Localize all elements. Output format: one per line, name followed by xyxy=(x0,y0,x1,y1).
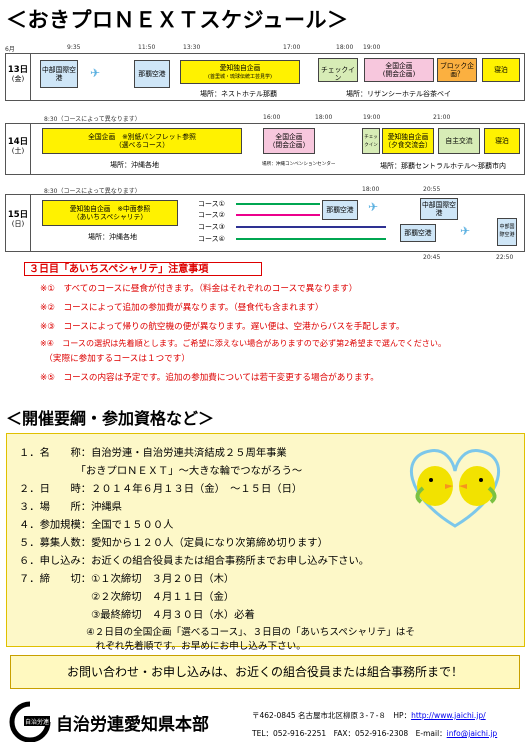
block-naha-airport: 那覇空港 xyxy=(400,224,436,242)
time-tick: 20:45 xyxy=(423,254,441,261)
block-sleep: 寝泊 xyxy=(482,58,520,82)
course-4-label: コース④ xyxy=(198,235,225,243)
course-1-arrow xyxy=(236,203,320,205)
time-tick: 19:00 xyxy=(363,114,381,121)
svg-text:自治労連: 自治労連 xyxy=(25,718,49,726)
time-tick: 18:00 xyxy=(362,186,380,193)
block-aichi-event: 愛知独自企画(首里城・琉球伝統工芸見学) xyxy=(180,60,300,84)
email-link[interactable]: info@jaichi.jp xyxy=(446,729,498,738)
day14-date: 14日(土) xyxy=(5,123,31,175)
day14-place2: 場所：那覇セントラルホテル〜那覇市内 xyxy=(380,162,506,170)
airplane-icon: ✈ xyxy=(368,200,379,214)
note-item: ※④ コースの選択は先着順とします。ご希望に添えない場合がありますので必ず第2希… xyxy=(40,338,447,348)
time-tick: 20:55 xyxy=(423,186,441,193)
time-tick: 19:00 xyxy=(363,44,381,51)
block-dinner: 愛知独自企画（夕食交流会） xyxy=(382,128,434,154)
block-aichi-specialite: 愛知独自企画 ※中面参照（あいちスペシャリテ） xyxy=(42,200,178,226)
footer-address: 〒462-0845 名古屋市北区柳原３-７-８ HP：http://www.ja… xyxy=(252,711,486,720)
time-tick: 13:30 xyxy=(183,44,201,51)
day14-place: 場所：沖縄各地 xyxy=(110,161,159,169)
info-line: ４．参加規模：全国で１５００人 xyxy=(19,519,174,531)
course-3-arrow xyxy=(236,226,386,228)
block-chubu-airport: 中部国際空港 xyxy=(40,60,78,88)
time-note: 8:30（コースによって異なります） xyxy=(44,188,141,195)
time-tick: 11:50 xyxy=(138,44,156,51)
note-item: （実際に参加するコースは１つです） xyxy=(40,354,190,364)
block-block-event: ブロック企画？ xyxy=(437,58,477,82)
block-national-open: 全国企画(開会企画) xyxy=(364,58,434,82)
course-3-label: コース③ xyxy=(198,223,225,231)
time-tick: 22:50 xyxy=(496,254,514,261)
block-sleep: 寝泊 xyxy=(484,128,520,154)
course-2-label: コース② xyxy=(198,211,225,219)
info-line: ②２次締切 ４月１１日（金） xyxy=(19,591,235,603)
time-note: 8:30（コースによって異なります） xyxy=(44,116,141,123)
info-line: ④２日目の全国企画「選べるコース」、３日目の「あいちスペシャリテ」はそ xyxy=(19,627,415,638)
time-tick: 17:00 xyxy=(283,44,301,51)
note-item: ※③ コースによって帰りの航空機の便が異なります。遅い便は、空港からバスを手配し… xyxy=(40,322,405,332)
org-name: 自治労連愛知県本部 xyxy=(56,715,209,735)
info-line: ③最終締切 ４月３０日（水）必着 xyxy=(19,609,255,621)
info-line: ５．募集人数：愛知から１２０人（定員になり次第締め切ります） xyxy=(19,537,328,549)
block-chubu-airport: 中部国際空港 xyxy=(497,218,517,246)
time-tick: 18:00 xyxy=(336,44,354,51)
time-tick: 18:00 xyxy=(315,114,333,121)
day13-place: 場所：ネストホテル那覇 xyxy=(200,90,277,98)
time-tick: 16:00 xyxy=(263,114,281,121)
course-2-arrow xyxy=(236,214,320,216)
jichiroren-logo: 自治労連 xyxy=(9,701,51,742)
note-item: ※① すべてのコースに昼食が付きます。（料金はそれぞれのコースで異なります） xyxy=(40,284,358,294)
page-title: ＜おきプロＮＥＸＴスケジュール＞ xyxy=(6,8,349,32)
homepage-link[interactable]: http://www.jaichi.jp/ xyxy=(411,711,486,720)
day13-date: 13日(金) xyxy=(5,53,31,101)
notes-title: ３日目「あいちスペシャリテ」注意事項 xyxy=(24,262,262,276)
block-checkin: チェックイン xyxy=(362,128,380,154)
note-item: ※⑤ コースの内容は予定です。追加の参加費については若干変更する場合があります。 xyxy=(40,373,379,383)
block-naha-airport: 那覇空港 xyxy=(134,60,170,88)
info-line: １．名 称：自治労連・自治労連共済結成２５周年事業 xyxy=(19,447,287,459)
block-checkin: チェックイン xyxy=(318,58,358,82)
month-label: 6月 xyxy=(5,46,15,53)
info-line: れぞれ先着順です。お早めにお申し込み下さい。 xyxy=(19,641,306,652)
note-item: ※② コースによって追加の参加費が異なります。（昼食代も含まれます） xyxy=(40,303,324,313)
birds-heart-illustration xyxy=(409,449,501,528)
contact-banner: お問い合わせ・お申し込みは、お近くの組合役員または組合事務所まで！ xyxy=(10,655,520,689)
info-line: ２．日 時：２０１４年６月１３日（金） ～１５日（日） xyxy=(19,483,303,495)
block-national-close: 全国企画（閉会企画） xyxy=(263,128,315,154)
block-free-exchange: 自主交流 xyxy=(438,128,480,154)
info-line: ６．申し込み：お近くの組合役員または組合事務所までお申し込み下さい。 xyxy=(19,555,370,567)
block-naha-airport: 那覇空港 xyxy=(322,200,358,220)
airplane-icon: ✈ xyxy=(90,66,101,80)
time-tick: 21:00 xyxy=(433,114,451,121)
day14-place-center: 場所：沖縄コンベンションセンター xyxy=(262,162,336,167)
info-line: ７．締 切：①１次締切 ３月２０日（木） xyxy=(19,573,235,585)
course-4-arrow xyxy=(236,238,386,240)
day15-date: 15日(日) xyxy=(5,194,31,252)
airplane-icon: ✈ xyxy=(460,224,471,238)
block-choose-course: 全国企画 ※別紙パンフレット参照（選べるコース） xyxy=(42,128,242,154)
info-line: 「おきプロＮＥＸＴ」～大きな輪でつながろう～ xyxy=(19,465,303,477)
footer-contact: TEL：052-916-2251 FAX：052-916-2308 E-mail… xyxy=(252,729,498,738)
block-chubu-airport: 中部国際空港 xyxy=(420,198,458,220)
day15-place: 場所：沖縄各地 xyxy=(88,233,137,241)
day13-place2: 場所：リザンシーホテル谷茶ベイ xyxy=(346,90,451,98)
info-line: ３．場 所：沖縄県 xyxy=(19,501,122,513)
section-title: ＜開催要綱・参加資格など＞ xyxy=(6,409,215,428)
time-tick: 9:35 xyxy=(67,44,81,51)
course-1-label: コース① xyxy=(198,200,225,208)
